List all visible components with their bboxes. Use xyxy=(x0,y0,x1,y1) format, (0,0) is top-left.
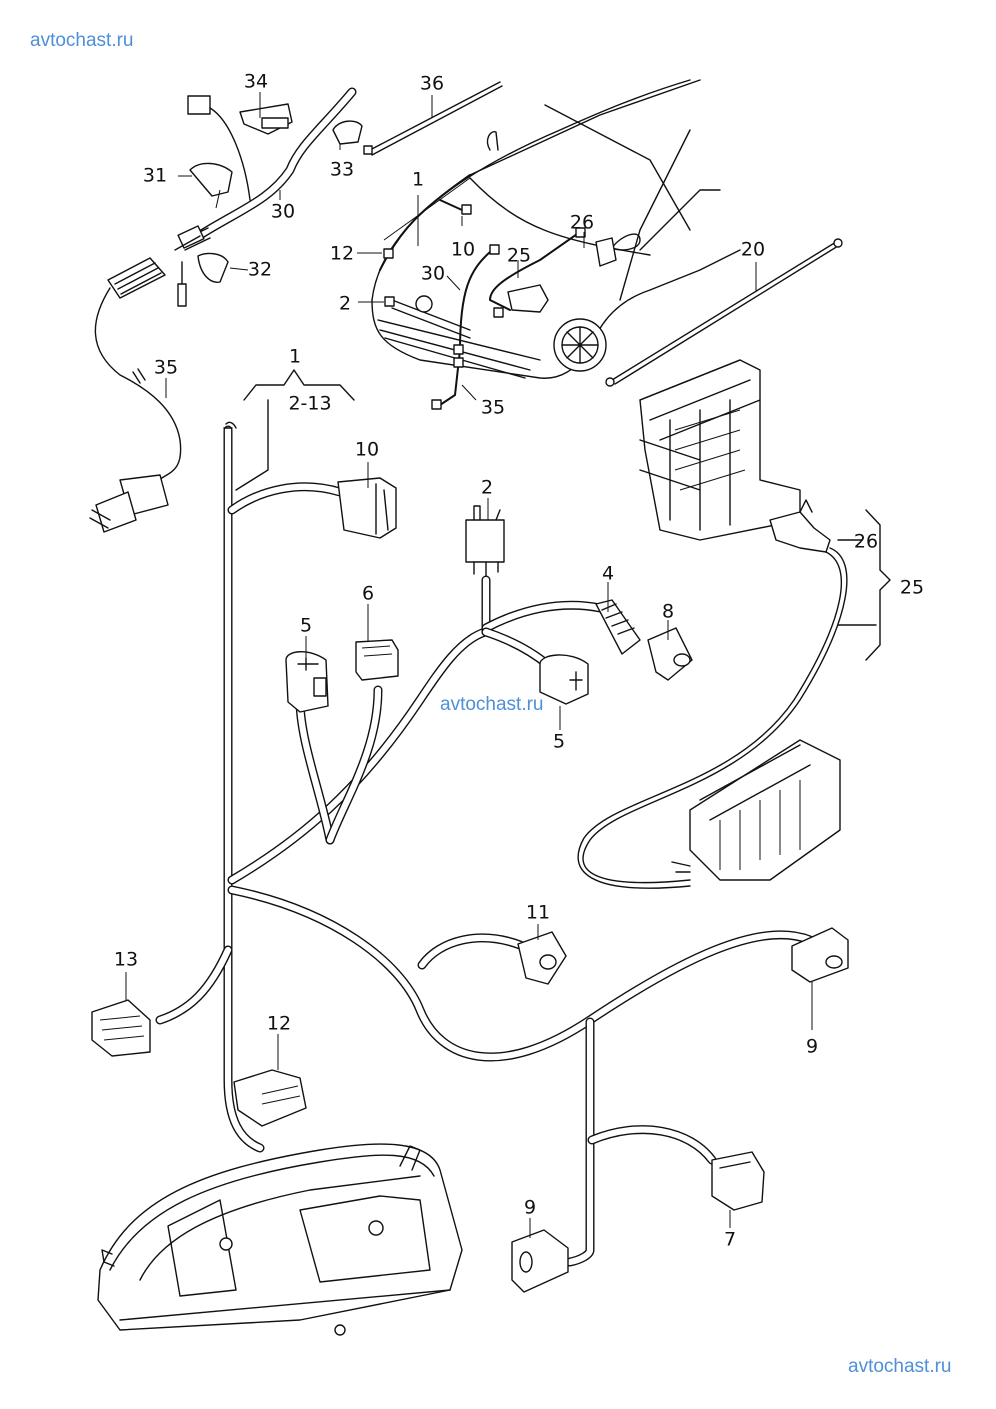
connector-5-right xyxy=(539,654,589,705)
car-outline xyxy=(371,79,741,379)
connector-12 xyxy=(233,1069,307,1127)
callout-10-car: 10 xyxy=(450,238,476,261)
clip-34 xyxy=(239,103,293,135)
fuse-box-lower xyxy=(689,739,841,881)
connector-6 xyxy=(355,639,399,681)
callout-9-bottom: 9 xyxy=(523,1196,537,1219)
callout-7: 7 xyxy=(723,1228,737,1251)
callout-2-13-range: 2-13 xyxy=(288,392,332,415)
callout-25-car: 25 xyxy=(506,244,532,267)
callout-13: 13 xyxy=(113,948,139,971)
connector-13 xyxy=(91,999,151,1057)
callout-31: 31 xyxy=(142,164,168,187)
callout-1-car: 1 xyxy=(411,168,425,191)
callout-10: 10 xyxy=(354,438,380,461)
callout-35-car: 35 xyxy=(480,396,506,419)
callout-32: 32 xyxy=(247,258,273,281)
holder-31 xyxy=(189,162,233,197)
main-harness xyxy=(155,399,815,1267)
callout-33: 33 xyxy=(329,158,355,181)
grommet-32 xyxy=(197,252,229,283)
connector-clip-sensor xyxy=(187,95,251,201)
connector-10 xyxy=(337,477,397,539)
callout-9-top: 9 xyxy=(805,1035,819,1058)
connector-9-top xyxy=(791,927,849,983)
callout-2: 2 xyxy=(480,476,494,499)
headlight xyxy=(97,1143,463,1336)
callout-25: 25 xyxy=(899,576,925,599)
connector-7 xyxy=(711,1151,765,1211)
plug-35 xyxy=(89,474,169,533)
callout-1-harness: 1 xyxy=(288,345,302,368)
watermark-bottom-right: avtochast.ru xyxy=(848,1356,952,1377)
callout-12: 12 xyxy=(266,1012,292,1035)
callout-8: 8 xyxy=(661,600,675,623)
wiring-set-30 xyxy=(94,87,357,491)
callout-2-car: 2 xyxy=(338,292,352,315)
callout-5-right: 5 xyxy=(552,730,566,753)
connector-9-bottom xyxy=(511,1229,569,1293)
callout-30-top: 30 xyxy=(270,200,296,223)
adapter-harness-25 xyxy=(577,499,891,889)
callout-34: 34 xyxy=(243,70,269,93)
leader-lines xyxy=(125,92,813,1238)
callout-5-left: 5 xyxy=(299,614,313,637)
callout-36: 36 xyxy=(419,72,445,95)
connector-11 xyxy=(517,931,567,985)
cable-tie-36 xyxy=(363,81,503,156)
callout-4: 4 xyxy=(601,562,615,585)
watermark-top-left: avtochast.ru xyxy=(30,30,134,51)
grommet-4 xyxy=(595,599,641,655)
connector-2 xyxy=(465,505,505,577)
callout-35: 35 xyxy=(153,356,179,379)
callout-30-car: 30 xyxy=(420,262,446,285)
connector-8 xyxy=(647,627,693,681)
callout-26: 26 xyxy=(853,530,879,553)
connector-5-left xyxy=(285,651,329,713)
callout-11: 11 xyxy=(525,901,551,924)
watermark-center: avtochast.ru xyxy=(440,694,544,715)
callout-12-car: 12 xyxy=(329,242,355,265)
clip-33 xyxy=(332,120,363,145)
callout-26-car: 26 xyxy=(569,211,595,234)
car-harness-highlight xyxy=(379,174,617,410)
callout-6: 6 xyxy=(361,582,375,605)
callout-20: 20 xyxy=(740,238,766,261)
fuse-box-upper xyxy=(639,359,801,541)
earth-strap-20 xyxy=(605,238,843,387)
